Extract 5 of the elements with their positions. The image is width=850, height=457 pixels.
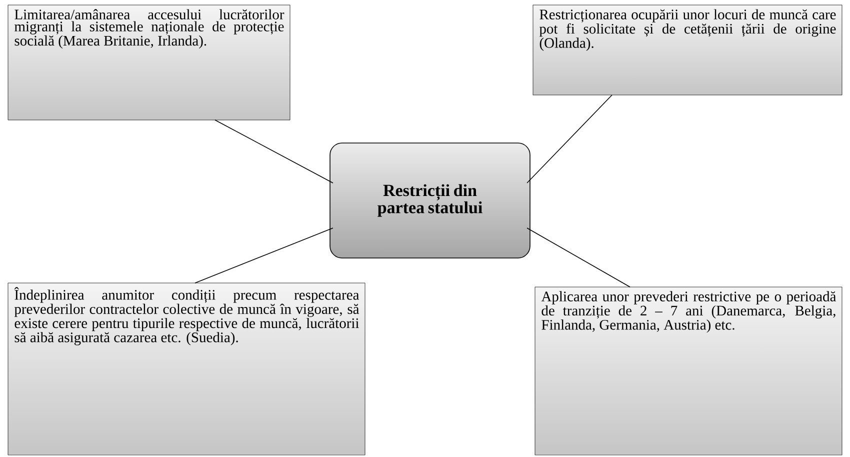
text-box: Aplicarea unor prevederi restrictive pe o perioadă de tranziție de 2 – 7 ani (Danemarca, Belgia, Finlanda, Germania, Austria) etc. (534, 286, 842, 456)
text-box: Limitarea/amânarea accesului lucrătorilor migranți la sistemele naționale de protecție socială (Marea Britanie, Irlanda). (8, 4, 290, 120)
text-box: Îndeplinirea anumitor condiții precum respectarea prevederilor contractelor colective de muncă în vigoare, să existe cerere pentru tipurile respective de muncă, lucrătorii să aibă asigurată cazarea etc. (Suedia). (8, 282, 366, 456)
central-box: Restricții din partea statului (330, 142, 530, 258)
text-box: Restricționarea ocupării unor locuri de muncă care pot fi solicitate și de cetățenii țării de origine (Olanda). (532, 4, 842, 96)
